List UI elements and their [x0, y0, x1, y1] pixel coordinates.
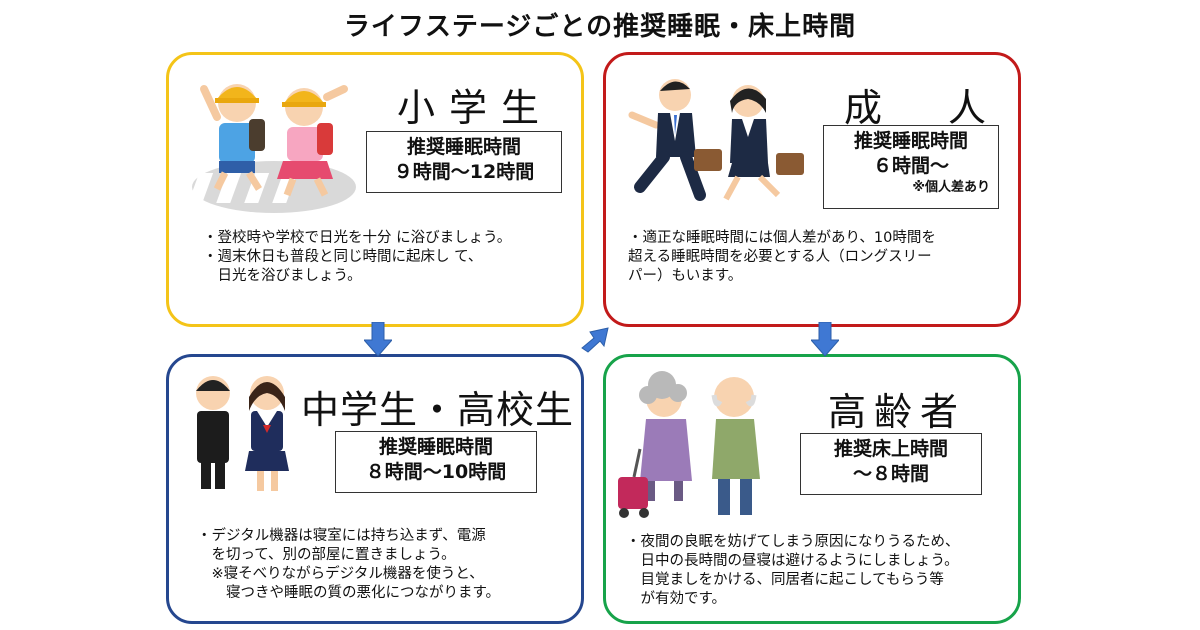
elementary-box-title: 推奨睡眠時間 [406, 136, 521, 158]
adult-heading: 成 人 [844, 86, 1001, 130]
middle-high-recommend-box: 推奨睡眠時間 ８時間〜10時間 [335, 431, 537, 493]
note-line: ・デジタル機器は寝室には持ち込まず、電源 [197, 528, 486, 544]
elementary-box-value: ９時間〜12時間 [393, 161, 535, 183]
note-line: 日光を浴びましょう。 [203, 268, 362, 284]
senior-panel: 高齢者 推奨床上時間 〜８時間 ・夜間の良眠を妨げてしまう原因になりうるため、 … [603, 354, 1021, 624]
adult-box-title: 推奨睡眠時間 [853, 130, 968, 152]
note-line: 日中の長時間の昼寝は避けるようにしましょう。 [626, 553, 959, 569]
note-line: が有効です。 [626, 591, 727, 607]
senior-heading: 高齢者 [828, 390, 967, 434]
senior-recommend-box: 推奨床上時間 〜８時間 [800, 433, 982, 495]
note-line: を切って、別の部屋に置きましょう。 [197, 547, 456, 563]
note-line: 超える睡眠時間を必要とする人（ロングスリー [628, 249, 932, 265]
adult-panel: 成 人 推奨睡眠時間 ６時間〜 ※個人差あり ・適正な睡眠時間には個人差があり、… [603, 52, 1021, 327]
adult-notes: ・適正な睡眠時間には個人差があり、10時間を 超える睡眠時間を必要とする人（ロン… [628, 229, 936, 286]
adult-box-value: ６時間〜 [872, 155, 949, 177]
arrow-down-right-icon [811, 322, 839, 357]
middle-high-panel: 中学生・高校生 推奨睡眠時間 ８時間〜10時間 ・デジタル機器は寝室には持ち込ま… [166, 354, 584, 624]
elementary-heading: 小学生 [397, 86, 554, 130]
elementary-panel: 小学生 推奨睡眠時間 ９時間〜12時間 ・登校時や学校で日光を十分 に浴びましょ… [166, 52, 584, 327]
senior-notes: ・夜間の良眠を妨げてしまう原因になりうるため、 日中の長時間の昼寝は避けるように… [626, 533, 960, 609]
note-line: ※寝そべりながらデジタル機器を使うと、 [197, 566, 484, 582]
note-line: パー）もいます。 [628, 268, 743, 284]
middle-high-notes: ・デジタル機器は寝室には持ち込まず、電源 を切って、別の部屋に置きましょう。 ※… [197, 527, 500, 603]
middle-high-box-title: 推奨睡眠時間 [378, 436, 493, 458]
note-line: 目覚ましをかける、同居者に起こしてもらう等 [626, 572, 944, 588]
page-title: ライフステージごとの推奨睡眠・床上時間 [343, 12, 857, 42]
middle-high-box-value: ８時間〜10時間 [365, 461, 507, 483]
elementary-notes: ・登校時や学校で日光を十分 に浴びましょう。 ・週末休日も普段と同じ時間に起床し… [203, 229, 511, 286]
arrow-up-right-icon [581, 327, 609, 353]
middle-high-heading: 中学生・高校生 [301, 388, 575, 432]
elementary-children-illustration [179, 84, 356, 213]
seniors-illustration [618, 371, 760, 518]
note-line: ・適正な睡眠時間には個人差があり、10時間を [628, 230, 936, 246]
note-line: ・夜間の良眠を妨げてしまう原因になりうるため、 [626, 534, 960, 550]
adult-recommend-box: 推奨睡眠時間 ６時間〜 ※個人差あり [823, 125, 999, 209]
elementary-recommend-box: 推奨睡眠時間 ９時間〜12時間 [366, 131, 562, 193]
arrow-down-left-icon [364, 322, 392, 357]
students-illustration [196, 376, 289, 491]
note-line: 寝つきや睡眠の質の悪化につながります。 [197, 585, 501, 601]
senior-box-title: 推奨床上時間 [833, 438, 948, 460]
note-line: ・週末休日も普段と同じ時間に起床し て、 [203, 249, 483, 265]
senior-box-value: 〜８時間 [852, 463, 929, 485]
adult-workers-illustration [628, 79, 804, 201]
note-line: ・登校時や学校で日光を十分 に浴びましょう。 [203, 230, 512, 246]
adult-box-note: ※個人差あり [912, 180, 990, 195]
